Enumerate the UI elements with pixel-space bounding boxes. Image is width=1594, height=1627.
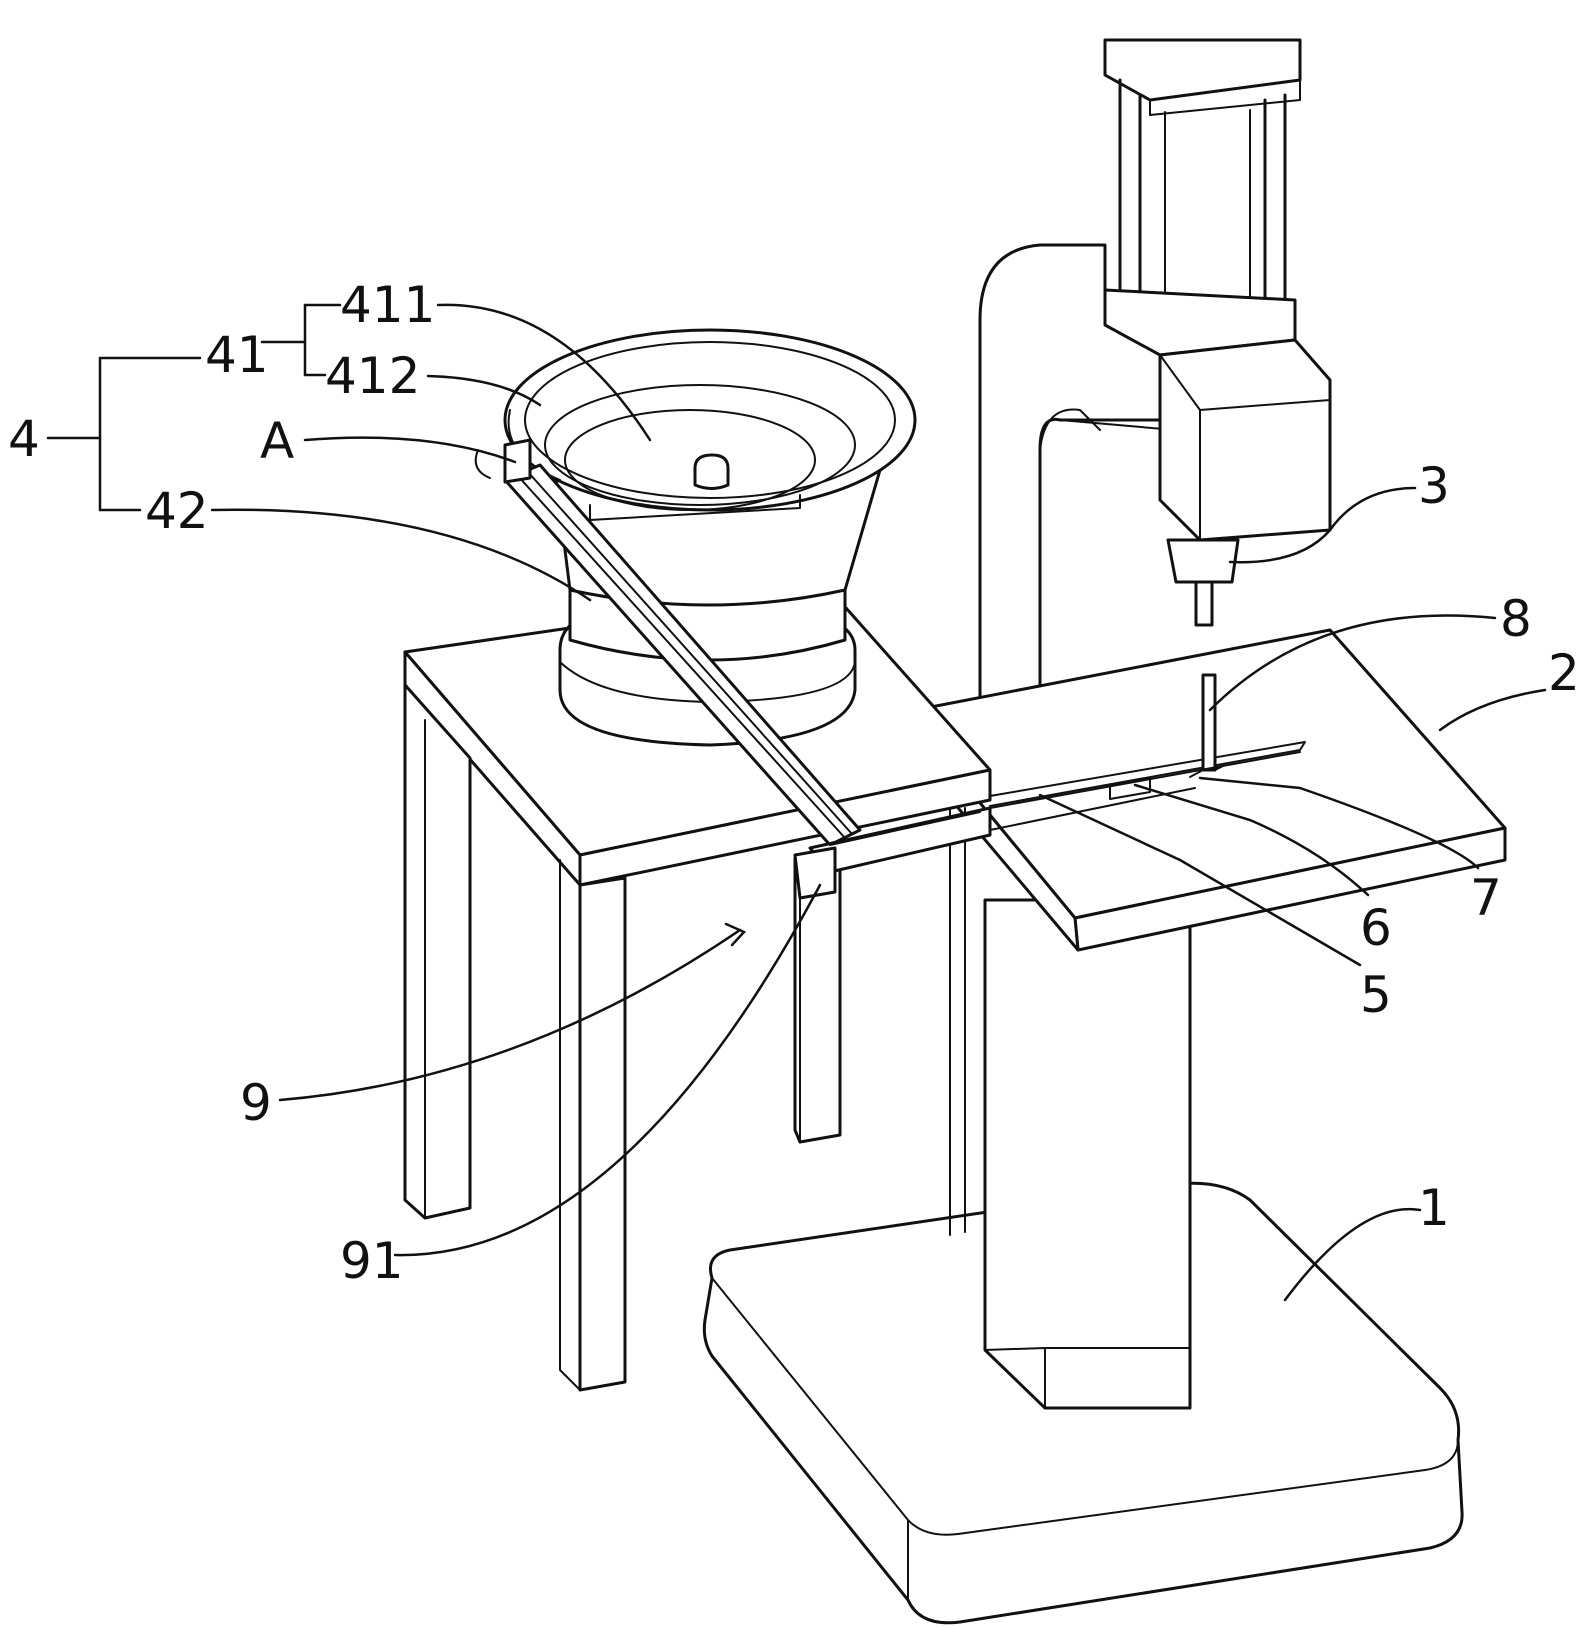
label-3: 3	[1418, 457, 1450, 515]
label-5: 5	[1360, 966, 1392, 1024]
label-42: 42	[145, 482, 209, 540]
label-411: 411	[340, 276, 435, 334]
label-2: 2	[1548, 644, 1580, 702]
label-91: 91	[340, 1232, 404, 1290]
label-4: 4	[8, 410, 40, 468]
label-A: A	[260, 412, 294, 470]
label-brackets	[48, 305, 340, 510]
label-41: 41	[205, 326, 269, 384]
press-cylinder	[1105, 40, 1330, 625]
vertical-column	[985, 900, 1190, 1408]
label-1: 1	[1418, 1179, 1450, 1237]
label-9: 9	[240, 1074, 272, 1132]
label-412: 412	[325, 347, 420, 405]
label-8: 8	[1500, 590, 1532, 648]
label-6: 6	[1360, 899, 1392, 957]
label-7: 7	[1470, 869, 1502, 927]
